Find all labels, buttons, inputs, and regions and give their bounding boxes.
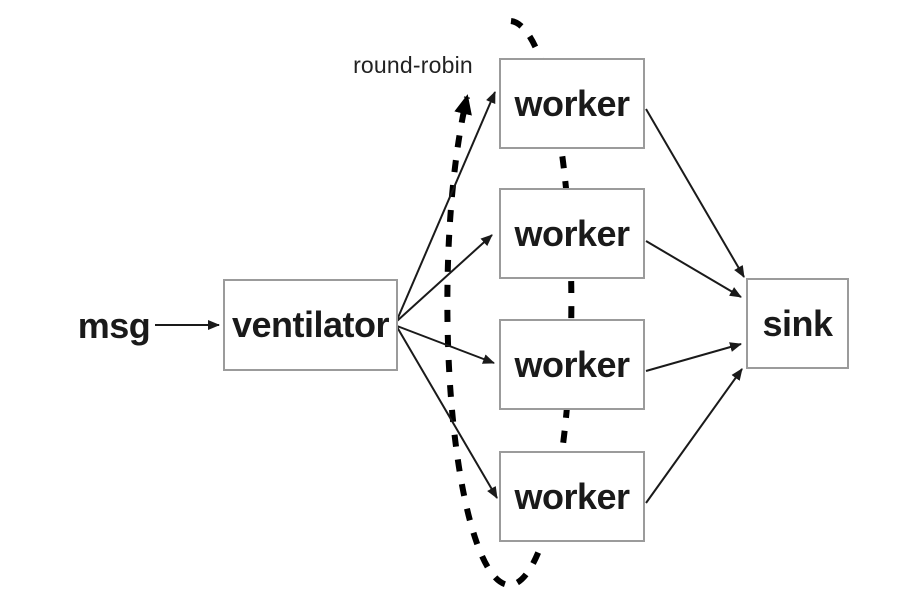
- edge-ventilator-worker-3: [396, 325, 495, 364]
- edge-ventilator-worker-1: [396, 91, 496, 321]
- round-robin-label: round-robin: [353, 52, 473, 78]
- node-worker-4: worker: [499, 451, 645, 542]
- flow-arrows: [155, 91, 745, 504]
- edge-worker-3-sink: [645, 342, 742, 372]
- edge-worker-1-sink: [645, 108, 745, 278]
- node-worker-1-label: worker: [514, 82, 630, 124]
- node-worker-2-label: worker: [514, 212, 630, 254]
- edge-worker-2-sink: [645, 240, 742, 298]
- node-ventilator: ventilator: [223, 279, 398, 371]
- round-robin-loop-arrow: [444, 18, 575, 588]
- edge-worker-4-sink: [645, 368, 743, 504]
- edge-ventilator-worker-4: [396, 326, 498, 499]
- node-worker-3: worker: [499, 319, 645, 410]
- node-sink: sink: [746, 278, 849, 369]
- msg-label: msg: [77, 305, 151, 346]
- node-worker-2: worker: [499, 188, 645, 279]
- edge-ventilator-worker-2: [396, 234, 493, 322]
- node-sink-label: sink: [762, 302, 833, 344]
- node-worker-3-label: worker: [514, 343, 630, 385]
- node-worker-1: worker: [499, 58, 645, 149]
- node-ventilator-label: ventilator: [231, 304, 390, 345]
- node-worker-4-label: worker: [514, 475, 630, 517]
